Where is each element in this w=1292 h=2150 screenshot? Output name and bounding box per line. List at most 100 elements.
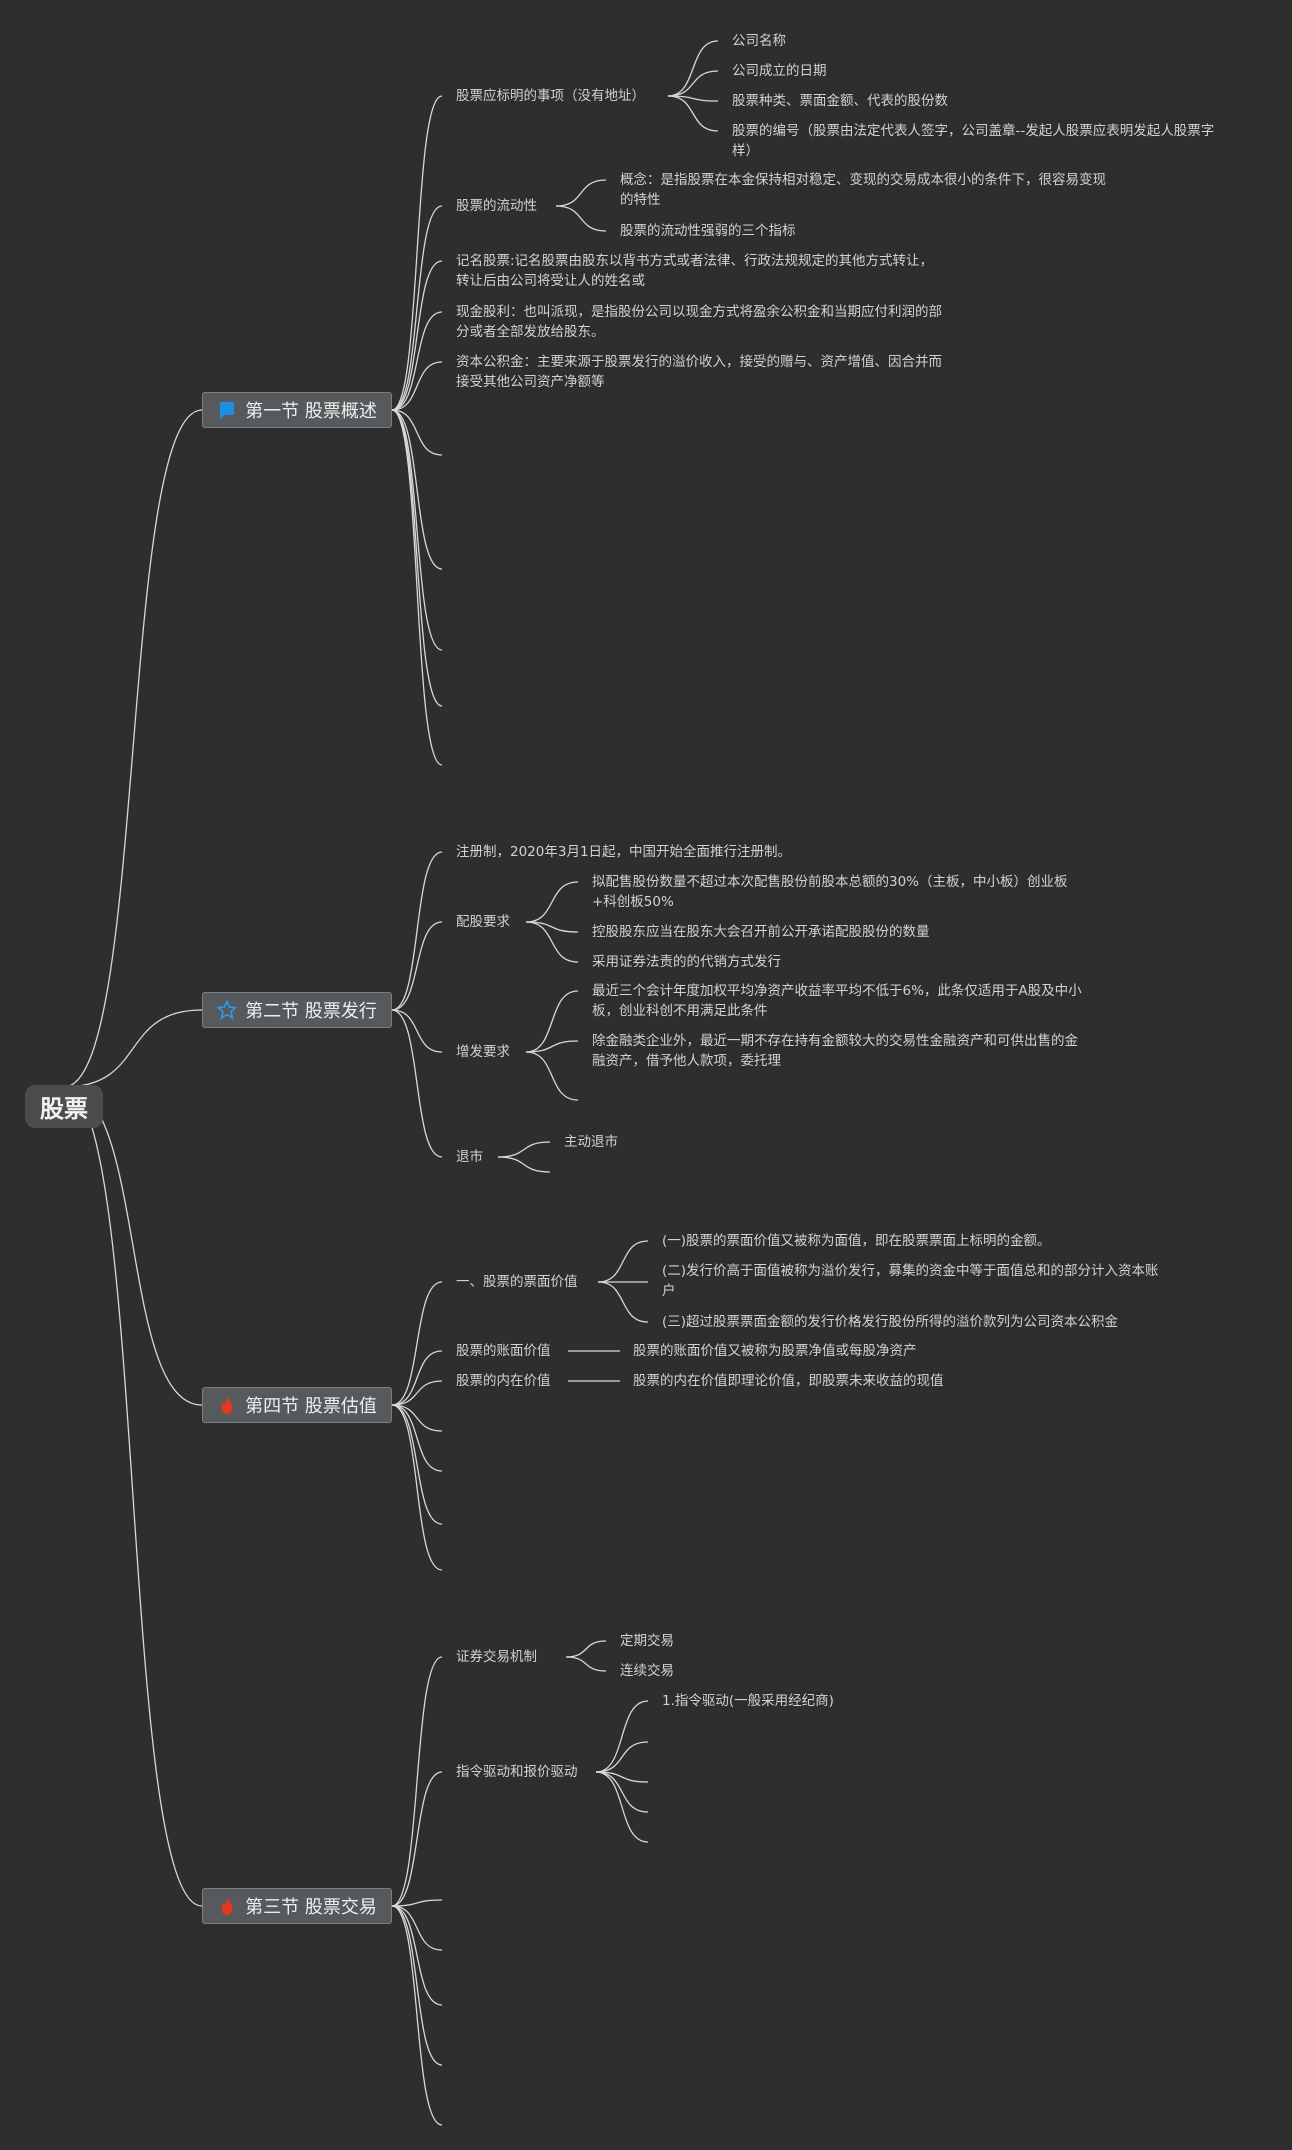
connector-line	[391, 1656, 443, 1907]
topic-registration-system[interactable]: 注册制，2020年3月1日起，中国开始全面推行注册制。	[456, 844, 792, 860]
section-node-trading[interactable]: 第三节 股票交易	[202, 1888, 392, 1924]
connector-line	[391, 311, 443, 411]
blue-flag-icon	[217, 400, 237, 420]
topic-capital-reserve[interactable]: 资本公积金：主要来源于股票发行的溢价收入，接受的赠与、资产增值、因合并而接受其他…	[456, 354, 942, 390]
connector-line	[391, 1404, 443, 1432]
connector-line	[497, 1141, 551, 1158]
topic-delisting[interactable]: 退市	[456, 1149, 483, 1165]
section-label: 第一节 股票概述	[245, 401, 377, 422]
leaf-liquidity-concept[interactable]: 概念：是指股票在本金保持相对稳定、变现的交易成本很小的条件下，很容易变现的特性	[620, 172, 1106, 208]
connector-line	[391, 1009, 443, 1053]
topic-trading-mechanism[interactable]: 证券交易机制	[456, 1649, 537, 1665]
connector-line	[595, 1700, 649, 1773]
connector-line	[525, 1040, 579, 1053]
topic-book-value[interactable]: 股票的账面价值	[456, 1343, 551, 1359]
connector-line	[391, 1009, 443, 1158]
topic-allotment[interactable]: 配股要求	[456, 914, 510, 930]
leaf-share-type[interactable]: 股票种类、票面金额、代表的股份数	[732, 93, 948, 109]
connector-line	[391, 851, 443, 1011]
connector-line	[391, 1281, 443, 1406]
leaf-company-name[interactable]: 公司名称	[732, 33, 786, 49]
connector-line	[525, 1051, 579, 1101]
leaf-stock-number[interactable]: 股票的编号（股票由法定代表人签字，公司盖章--发起人股票应表明发起人股票字样）	[732, 123, 1215, 159]
connector-line	[391, 1380, 443, 1406]
leaf-periodic-trading[interactable]: 定期交易	[620, 1633, 674, 1649]
connector-line	[525, 881, 579, 923]
section-node-valuation[interactable]: 第四节 股票估值	[202, 1387, 392, 1423]
fire-icon	[217, 1395, 237, 1415]
connector-line	[391, 361, 443, 411]
leaf-liquidity-indicators[interactable]: 股票的流动性强弱的三个指标	[620, 223, 796, 239]
connector-line	[597, 1240, 649, 1283]
section-node-overview[interactable]: 第一节 股票概述	[202, 392, 392, 428]
topic-face-value[interactable]: 一、股票的票面价值	[456, 1274, 578, 1290]
topic-stock-items[interactable]: 股票应标明的事项（没有地址）	[456, 88, 645, 104]
connector-line	[391, 409, 443, 570]
leaf-intrinsic-value[interactable]: 股票的内在价值即理论价值，即股票未来收益的现值	[633, 1373, 944, 1389]
connector-line	[391, 1404, 443, 1525]
section-label: 第三节 股票交易	[245, 1897, 377, 1918]
connector-line	[497, 1156, 551, 1173]
star-icon	[217, 1000, 238, 1020]
connector-line	[391, 260, 443, 411]
topic-additional-issuance[interactable]: 增发要求	[456, 1044, 510, 1060]
connector-line	[391, 1905, 443, 1951]
connector-line	[525, 990, 579, 1053]
connector-line	[391, 409, 443, 456]
connector-line	[565, 1656, 607, 1672]
leaf-additional-financial[interactable]: 除金融类企业外，最近一期不存在持有金额较大的交易性金融资产和可供出售的金融资产，…	[592, 1033, 1078, 1069]
root-connector	[63, 1086, 203, 1406]
connector-line	[391, 1404, 443, 1571]
connector-line	[391, 95, 443, 411]
connector-line	[391, 1905, 443, 2066]
connector-line	[667, 95, 719, 102]
connector-line	[391, 1905, 443, 2126]
connector-line	[595, 1771, 649, 1813]
connector-line	[525, 921, 579, 963]
topic-liquidity[interactable]: 股票的流动性	[456, 198, 537, 214]
connector-line	[391, 1771, 443, 1907]
connector-line	[565, 1640, 607, 1658]
connector-line	[391, 409, 443, 766]
topic-cash-dividend[interactable]: 现金股利：也叫派现，是指股份公司以现金方式将盈余公积金和当期应付利润的部分或者全…	[456, 304, 942, 340]
connector-line	[555, 179, 607, 207]
leaf-additional-roe[interactable]: 最近三个会计年度加权平均净资产收益率平均不低于6%，此条仅适用于A股及中小板，创…	[592, 983, 1082, 1019]
connector-line	[667, 70, 719, 97]
connector-line	[597, 1281, 649, 1323]
connector-line	[667, 40, 719, 97]
leaf-allotment-method[interactable]: 采用证券法责的的代销方式发行	[592, 954, 781, 970]
leaf-allotment-commitment[interactable]: 控股股东应当在股东大会召开前公开承诺配股股份的数量	[592, 924, 930, 940]
root-connector	[63, 1086, 203, 1907]
leaf-face-value-2[interactable]: (二)发行价高于面值被称为溢价发行，募集的资金中等于面值总和的部分计入资本账户	[662, 1263, 1159, 1299]
root-connector	[63, 1009, 203, 1088]
section-label: 第二节 股票发行	[245, 1001, 377, 1022]
connector-line	[391, 921, 443, 1011]
leaf-order-driven[interactable]: 1.指令驱动(一般采用经纪商)	[662, 1693, 834, 1709]
leaf-book-value[interactable]: 股票的账面价值又被称为股票净值或每股净资产	[633, 1343, 917, 1359]
leaf-allotment-ratio[interactable]: 拟配售股份数量不超过本次配售股份前股本总额的30%（主板，中小板）创业板+科创板…	[592, 874, 1068, 910]
connector-line	[391, 205, 443, 411]
section-label: 第四节 股票估值	[245, 1396, 377, 1417]
topic-intrinsic-value[interactable]: 股票的内在价值	[456, 1373, 551, 1389]
leaf-founding-date[interactable]: 公司成立的日期	[732, 63, 827, 79]
leaf-face-value-1[interactable]: (一)股票的票面价值又被称为面值，即在股票票面上标明的金额。	[662, 1233, 1051, 1249]
root-connector	[63, 409, 203, 1088]
leaf-continuous-trading[interactable]: 连续交易	[620, 1663, 674, 1679]
leaf-voluntary-delisting[interactable]: 主动退市	[564, 1134, 618, 1150]
connector-line	[595, 1741, 649, 1773]
topic-registered-stock[interactable]: 记名股票:记名股票由股东以背书方式或者法律、行政法规规定的其他方式转让，转让后由…	[456, 253, 934, 289]
connector-line	[391, 409, 443, 707]
connector-line	[391, 409, 443, 651]
root-node[interactable]: 股票	[25, 1085, 103, 1128]
connector-line	[391, 1404, 443, 1472]
section-node-issuance[interactable]: 第二节 股票发行	[202, 992, 392, 1028]
connector-line	[595, 1771, 649, 1843]
connector-line	[391, 1905, 443, 2006]
connector-line	[555, 205, 607, 232]
connector-line	[391, 1899, 443, 1907]
fire-icon	[217, 1896, 237, 1916]
connector-line	[391, 1350, 443, 1406]
topic-order-quote-driven[interactable]: 指令驱动和报价驱动	[456, 1764, 578, 1780]
leaf-face-value-3[interactable]: (三)超过股票票面金额的发行价格发行股份所得的溢价款列为公司资本公积金	[662, 1314, 1119, 1330]
